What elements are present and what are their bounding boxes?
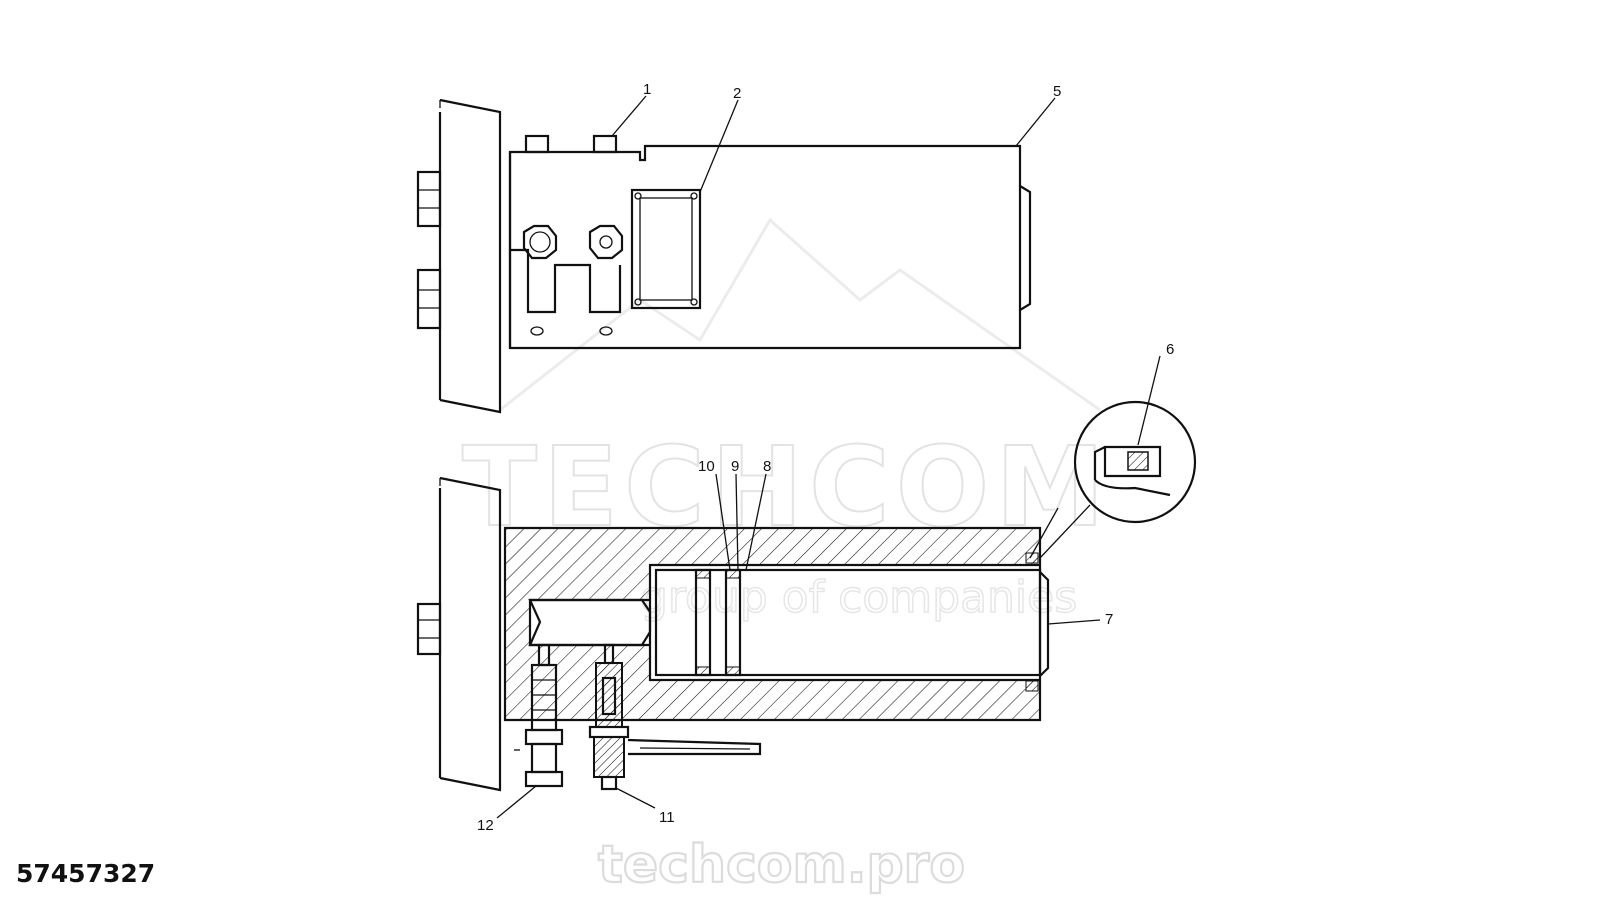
callout-11: 11: [659, 809, 675, 826]
callout-8: 8: [763, 458, 771, 475]
leader-lines: [496, 95, 1161, 819]
watermark-site: techcom.pro: [598, 835, 965, 895]
callout-1: 1: [643, 81, 651, 98]
plate-bolt-lower: [416, 268, 442, 330]
callout-2: 2: [733, 85, 741, 102]
section-view: [416, 400, 1197, 792]
plate-bolt-section: [416, 602, 442, 656]
housing-section: [503, 526, 1042, 722]
end-cap-top: [1019, 185, 1032, 311]
callout-12: 12: [477, 817, 494, 834]
cover-plate: [630, 188, 702, 310]
top-bolt-b: [592, 134, 618, 154]
hex-fitting-right: [588, 224, 624, 260]
callout-7: 7: [1105, 611, 1113, 628]
part-number: 57457327: [16, 859, 155, 888]
hex-fitting-left: [522, 224, 558, 260]
valve-assembly: [588, 643, 762, 791]
plate-bolt-upper: [416, 170, 442, 228]
callout-10: 10: [698, 458, 715, 475]
piston: [654, 552, 1050, 692]
callout-6: 6: [1166, 341, 1174, 358]
watermark-tagline: group of companies: [640, 572, 1077, 623]
callouts: 1 2 5 6 7 8 9 10 11 12: [477, 81, 1174, 834]
mounting-plate-top: [438, 98, 502, 414]
sensor-assembly: [514, 643, 564, 788]
callout-9: 9: [731, 458, 739, 475]
top-view: [416, 98, 1032, 414]
callout-5: 5: [1053, 83, 1061, 100]
detail-circle: [1029, 400, 1197, 559]
top-bolt-a: [524, 134, 550, 154]
valve-block: [508, 144, 1022, 350]
